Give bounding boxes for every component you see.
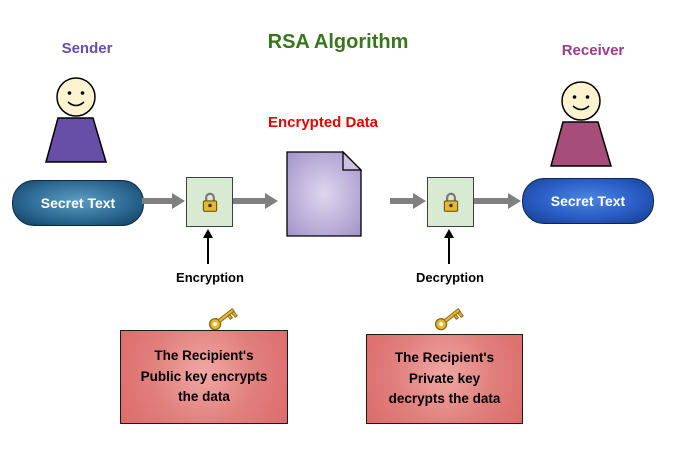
note-line: the data: [178, 389, 230, 405]
flow-arrow-decrypt-to-receiver: [474, 193, 521, 209]
padlock-icon: [202, 192, 217, 212]
note-line: decrypts the data: [388, 391, 501, 407]
decryption-lock-box: [427, 177, 474, 227]
encryption-lock-box: [186, 177, 233, 227]
sender-person-icon: [45, 77, 108, 163]
note-line: The Recipient's: [394, 349, 495, 365]
receiver-label: Receiver: [561, 42, 625, 59]
sender-label: Sender: [61, 40, 113, 57]
note-line: Private key: [408, 370, 481, 386]
encryption-pointer-arrow: [203, 229, 213, 264]
page-title: RSA Algorithm: [267, 31, 409, 53]
secret-text: Secret Text: [550, 193, 626, 209]
flow-arrow-data-to-decrypt: [390, 193, 426, 209]
sender-secret-text-capsule: Secret Text: [12, 180, 144, 226]
encrypted-document-icon: [286, 151, 362, 237]
public-key-note-box: The Recipient's Public key encrypts the …: [120, 330, 288, 424]
public-key-icon: [208, 308, 238, 331]
private-key-icon: [434, 308, 464, 331]
padlock-icon: [443, 192, 458, 212]
encrypted-data-label: Encrypted Data: [267, 114, 379, 131]
decryption-label: Decryption: [416, 270, 484, 285]
receiver-person-icon: [550, 81, 613, 167]
secret-text: Secret Text: [40, 195, 116, 211]
decryption-pointer-arrow: [444, 229, 454, 264]
receiver-secret-text-capsule: Secret Text: [522, 178, 654, 224]
flow-arrow-sender-to-encrypt: [142, 193, 185, 209]
note-line: The Recipient's: [154, 347, 254, 363]
flow-arrow-encrypt-to-data: [233, 193, 278, 209]
private-key-note-box: The Recipient's Private key decrypts the…: [366, 334, 523, 424]
encryption-label: Encryption: [176, 270, 244, 285]
note-line: Public key encrypts: [140, 368, 268, 384]
